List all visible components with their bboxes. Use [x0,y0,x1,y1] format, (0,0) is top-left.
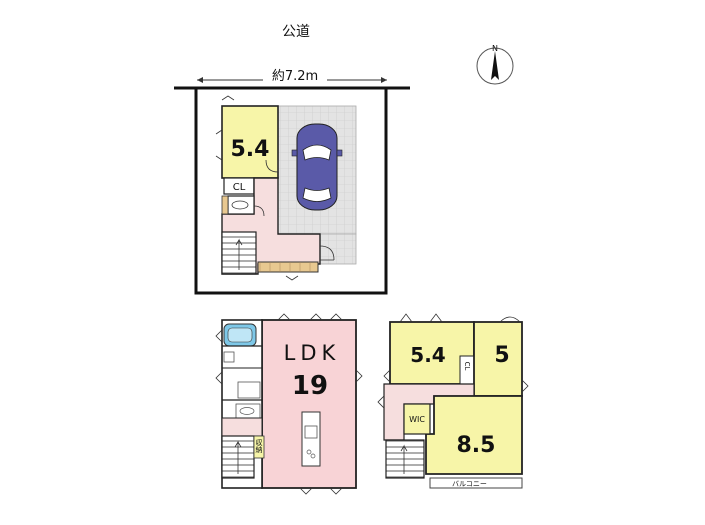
ldk-label: LDK [284,341,341,365]
floor3-room-b [473,321,523,397]
floor2-storage-label: 収納 [255,439,263,454]
balcony-label: バルコニー [452,480,487,488]
north-compass-icon: N [476,44,514,85]
floor1-entry-step [257,261,319,273]
compass-label: N [492,44,498,53]
floor1-room-area: 5.4 [231,137,270,162]
road-label: 公道 [282,24,310,40]
floor3-wic [403,403,431,435]
balcony [429,477,523,489]
floor3-wic-label: WIC [409,415,425,424]
ldk-area: 19 [292,371,328,401]
floor3-room-c-area: 8.5 [457,433,496,458]
washroom [223,351,235,363]
floor3-room-a-area: 5.4 [410,343,445,367]
width-label: 約7.2m [272,69,318,84]
floor3-plan: 5.4 CL 5 8.5 WIC バルコニー [377,313,529,489]
floor3-room-b-area: 5 [494,343,509,368]
floor3-stairs [385,439,425,479]
floor2-plan: LDK 19 収納 [215,313,363,495]
floor1-room [221,105,279,179]
floor3-closet-label: CL [463,362,471,371]
width-dimension: 約7.2m [197,69,387,84]
floor2-storage [253,435,265,459]
kitchen-counter [301,411,321,467]
floor1-plan: 5.4 CL [174,86,410,295]
car-icon [291,123,343,211]
floor2-hall [221,417,263,437]
floor1-closet-label: CL [233,182,246,193]
floor3-room-c [425,395,523,475]
